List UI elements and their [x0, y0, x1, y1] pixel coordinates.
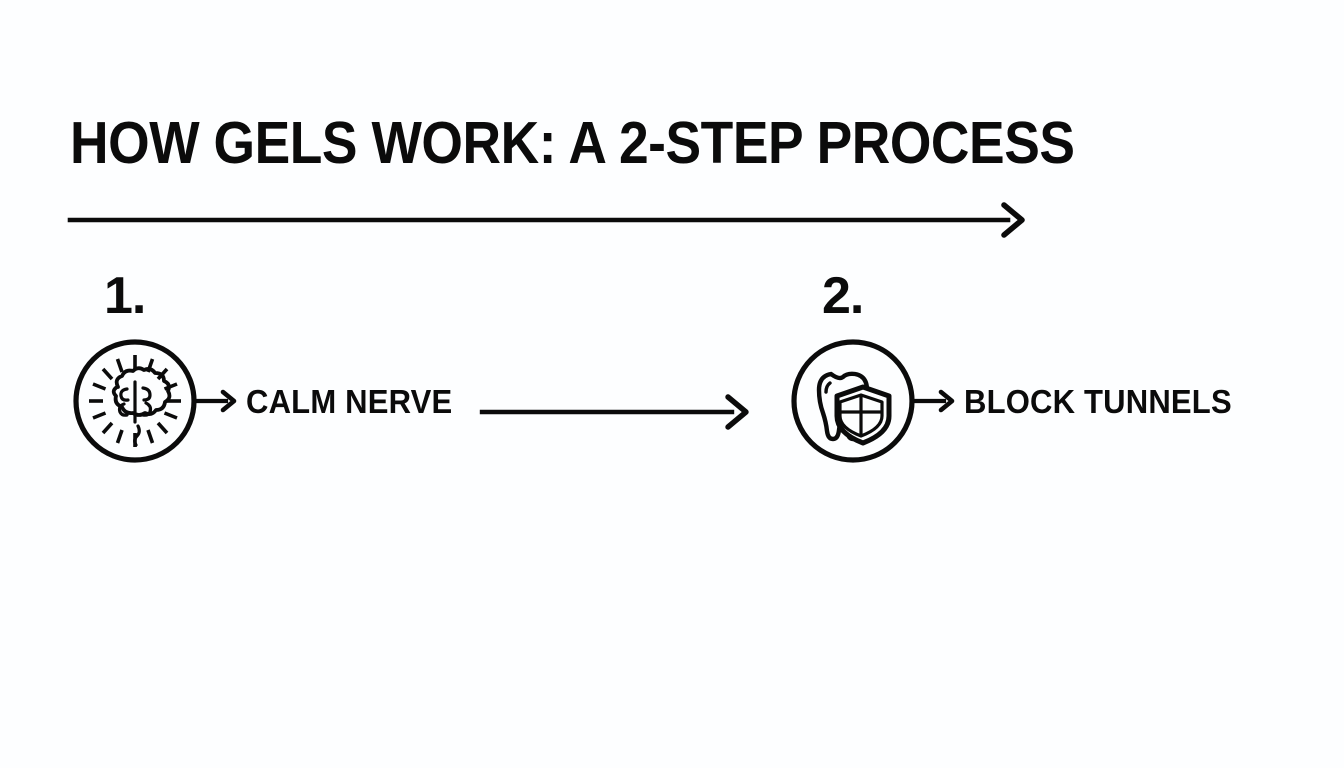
- brain-radiating-icon: [73, 339, 197, 463]
- header-divider-arrow: [67, 200, 1036, 240]
- step-2-icon-circle[interactable]: [790, 338, 916, 464]
- step-1-number: 1.: [104, 267, 146, 325]
- steps-flow-arrow: [479, 392, 758, 432]
- step-1-connector-arrow: [195, 388, 242, 414]
- long-right-arrow-icon: [479, 394, 749, 430]
- step-1-icon-circle[interactable]: [72, 338, 198, 464]
- step-2[interactable]: 2.: [790, 270, 1249, 464]
- step-1-body: CALM NERVE: [72, 338, 466, 464]
- long-right-arrow-icon: [67, 202, 1025, 238]
- tooth-shield-icon: [791, 339, 915, 463]
- step-2-label: BLOCK TUNNELS: [964, 382, 1232, 420]
- step-1[interactable]: 1.: [72, 270, 466, 464]
- step-2-body: BLOCK TUNNELS: [790, 338, 1249, 464]
- short-right-arrow-icon: [913, 389, 955, 413]
- short-right-arrow-icon: [195, 389, 237, 413]
- step-2-connector-arrow: [913, 388, 960, 414]
- step-1-label: CALM NERVE: [246, 382, 453, 420]
- page-title: HOW GELS WORK: A 2-STEP PROCESS: [70, 110, 1075, 176]
- step-2-number: 2.: [822, 267, 864, 325]
